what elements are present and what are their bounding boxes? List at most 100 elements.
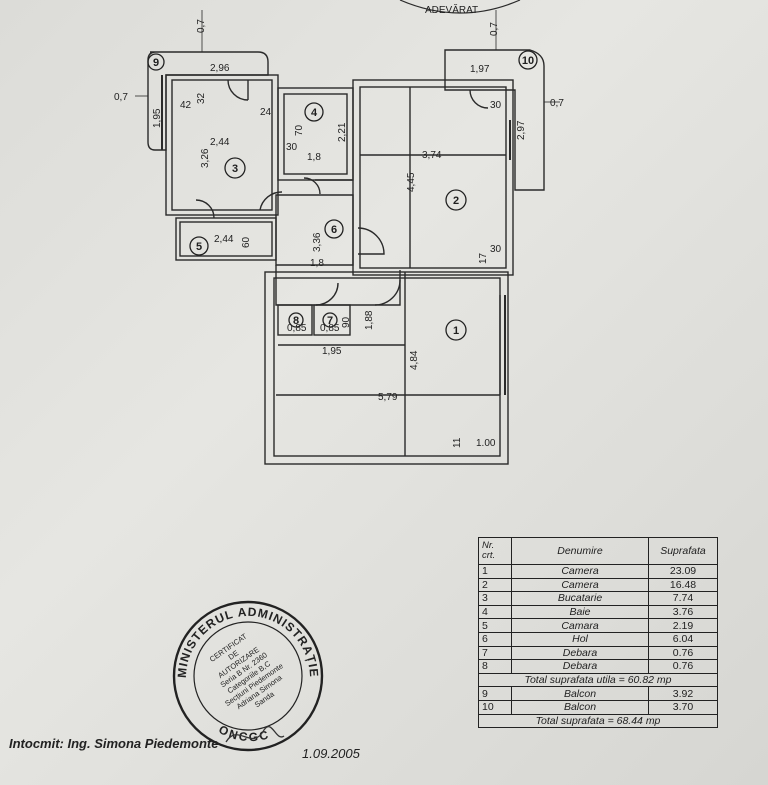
- dim-label: 0,85: [287, 323, 307, 334]
- row-area: 3.92: [648, 686, 718, 701]
- room-marker-8: [288, 312, 304, 328]
- room-marker-10: [518, 50, 538, 70]
- room-marker-2: [445, 189, 467, 211]
- room-marker-4: [304, 102, 324, 122]
- row-nr: 5: [478, 618, 512, 633]
- row-nr: 1: [478, 564, 512, 579]
- top-stamp-fragment: ADEVĂRAT: [399, 0, 521, 16]
- dim-label: 1,95: [322, 346, 342, 357]
- dim-label: 70: [294, 124, 305, 136]
- dim-label: 1.00: [476, 438, 496, 449]
- room-number: 1: [453, 325, 459, 337]
- header-nr: Nr. crt.: [478, 537, 512, 565]
- dim-label: 42: [180, 100, 192, 111]
- table-row: 10 Balcon 3.70: [478, 699, 718, 715]
- dim-label: 24: [260, 107, 272, 118]
- room-number: 7: [327, 315, 333, 327]
- top-stamp-text: ADEVĂRAT: [425, 3, 478, 16]
- dim-label: 2,44: [214, 234, 234, 245]
- dim-label: 30: [286, 142, 298, 153]
- table-row: 9 Balcon 3.92: [478, 686, 718, 701]
- dim-label: 1,88: [364, 310, 375, 330]
- table-row: 7 Debara 0.76: [478, 645, 718, 661]
- dim-label: 1,95: [152, 108, 163, 128]
- row-nr: 10: [478, 699, 512, 715]
- row-area: 16.48: [648, 577, 718, 593]
- dim-label: 32: [196, 92, 207, 104]
- room-number: 10: [522, 55, 534, 67]
- dim-label: 0,7: [550, 98, 564, 109]
- row-name: Debara: [511, 659, 649, 674]
- row-name: Hol: [511, 631, 649, 647]
- row-area: 23.09: [648, 564, 718, 579]
- dim-label: 30: [490, 100, 502, 111]
- table-row: 2 Camera 16.48: [478, 577, 718, 593]
- dim-label: 1,8: [310, 258, 324, 269]
- row-name: Baie: [511, 604, 649, 620]
- seal-outer-bottom-text: ONCGC: [216, 722, 271, 744]
- room-number: 6: [331, 224, 337, 236]
- dim-label: 5,79: [378, 392, 398, 403]
- dim-label: 2,44: [210, 137, 230, 148]
- dim-label: 1,8: [307, 152, 321, 163]
- row-name: Camara: [511, 618, 649, 633]
- document-date: 1.09.2005: [302, 746, 360, 761]
- row-area: 0.76: [648, 645, 718, 661]
- room-number: 4: [311, 107, 318, 119]
- room-marker-6: [324, 219, 344, 239]
- seal-outer-bottom: ONCGC: [216, 722, 269, 744]
- dim-label: 0,85: [320, 323, 340, 334]
- dim-label: 30: [490, 244, 502, 255]
- area-table: Nr. crt. Denumire Suprafata 1 Camera 23.…: [478, 537, 718, 729]
- dim-label: 0,7: [489, 22, 500, 36]
- table-row: 6 Hol 6.04: [478, 631, 718, 647]
- room-marker-9: [147, 53, 165, 71]
- table-row: 3 Bucatarie 7.74: [478, 591, 718, 606]
- dim-label: 3,74: [422, 150, 442, 161]
- header-name: Denumire: [511, 537, 649, 565]
- row-area: 3.70: [648, 699, 718, 715]
- table-row: 5 Camara 2.19: [478, 618, 718, 633]
- dim-label: 11: [452, 437, 463, 448]
- table-row: 1 Camera 23.09: [478, 564, 718, 579]
- dim-label: 1,97: [470, 64, 490, 75]
- row-name: Camera: [511, 564, 649, 579]
- row-name: Debara: [511, 645, 649, 661]
- room-number: 3: [232, 163, 238, 175]
- room-number: 9: [153, 57, 159, 69]
- row-nr: 4: [478, 604, 512, 620]
- row-nr: 8: [478, 659, 512, 674]
- dim-label: 2,96: [210, 63, 230, 74]
- row-name: Camera: [511, 577, 649, 593]
- table-row: 4 Baie 3.76: [478, 604, 718, 620]
- row-area: 0.76: [648, 659, 718, 674]
- dim-label: 0,7: [114, 92, 128, 103]
- row-nr: 7: [478, 645, 512, 661]
- row-area: 3.76: [648, 604, 718, 620]
- official-seal: MINISTERUL ADMINISTRAȚIEI PUBLICE ONCGC …: [168, 592, 324, 752]
- row-area: 7.74: [648, 591, 718, 606]
- room-number: 8: [293, 315, 299, 327]
- dim-label: 90: [341, 316, 352, 328]
- row-name: Bucatarie: [511, 591, 649, 606]
- room-number: 5: [196, 241, 202, 253]
- dim-label: 0,7: [196, 19, 207, 33]
- total-useful-area: Total suprafata utila = 60.82 mp: [478, 672, 718, 688]
- row-nr: 3: [478, 591, 512, 606]
- dim-label: 3,26: [200, 148, 211, 168]
- row-area: 2.19: [648, 618, 718, 633]
- table-header-row: Nr. crt. Denumire Suprafata: [478, 537, 718, 565]
- dim-label: 4,45: [406, 172, 417, 192]
- table-total-useful-row: Total suprafata utila = 60.82 mp: [478, 672, 718, 688]
- dim-label: 60: [241, 236, 252, 248]
- dim-label: 4,84: [409, 350, 420, 370]
- total-area: Total suprafata = 68.44 mp: [478, 713, 718, 729]
- signature-scribble: [225, 726, 285, 743]
- room-marker-3: [224, 157, 246, 179]
- author-label: Intocmit: Ing. Simona Piedemonte: [9, 736, 219, 751]
- room-marker-7: [322, 312, 338, 328]
- room-marker-5: [189, 236, 209, 256]
- table-row: 8 Debara 0.76: [478, 659, 718, 674]
- dim-label: 17: [478, 252, 489, 264]
